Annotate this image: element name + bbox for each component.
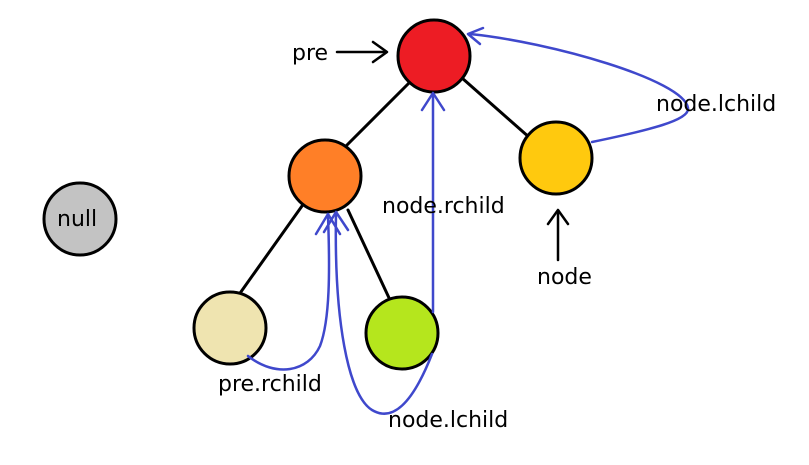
- node-pointer-arrow: [546, 208, 570, 262]
- pre-rchild-label: pre.rchild: [218, 372, 322, 397]
- node-rchild-label: node.rchild: [382, 194, 505, 219]
- left-child-node: [287, 138, 363, 214]
- pre-label: pre: [292, 41, 328, 66]
- edge-root-right: [460, 76, 532, 140]
- thread-arrow-left-left-to-left-child: [246, 212, 342, 371]
- thread-arrow-left-right-to-root: [420, 91, 446, 314]
- pre-pointer-arrow: [335, 40, 389, 64]
- thread-arrow-right-child-to-root: [466, 26, 690, 144]
- null-node: [42, 181, 118, 257]
- edge-root-left: [343, 80, 412, 149]
- right-child-node: [518, 120, 594, 196]
- left-left-node: [192, 290, 268, 366]
- edge-left-leftright: [346, 208, 392, 302]
- root-node: [396, 18, 472, 94]
- edge-left-leftleft: [236, 204, 304, 298]
- null-label: null: [57, 207, 97, 232]
- node-label: node: [537, 265, 592, 290]
- node-lchild-label-bottom: node.lchild: [388, 408, 508, 433]
- node-lchild-label-top: node.lchild: [656, 92, 776, 117]
- left-right-node: [364, 295, 440, 371]
